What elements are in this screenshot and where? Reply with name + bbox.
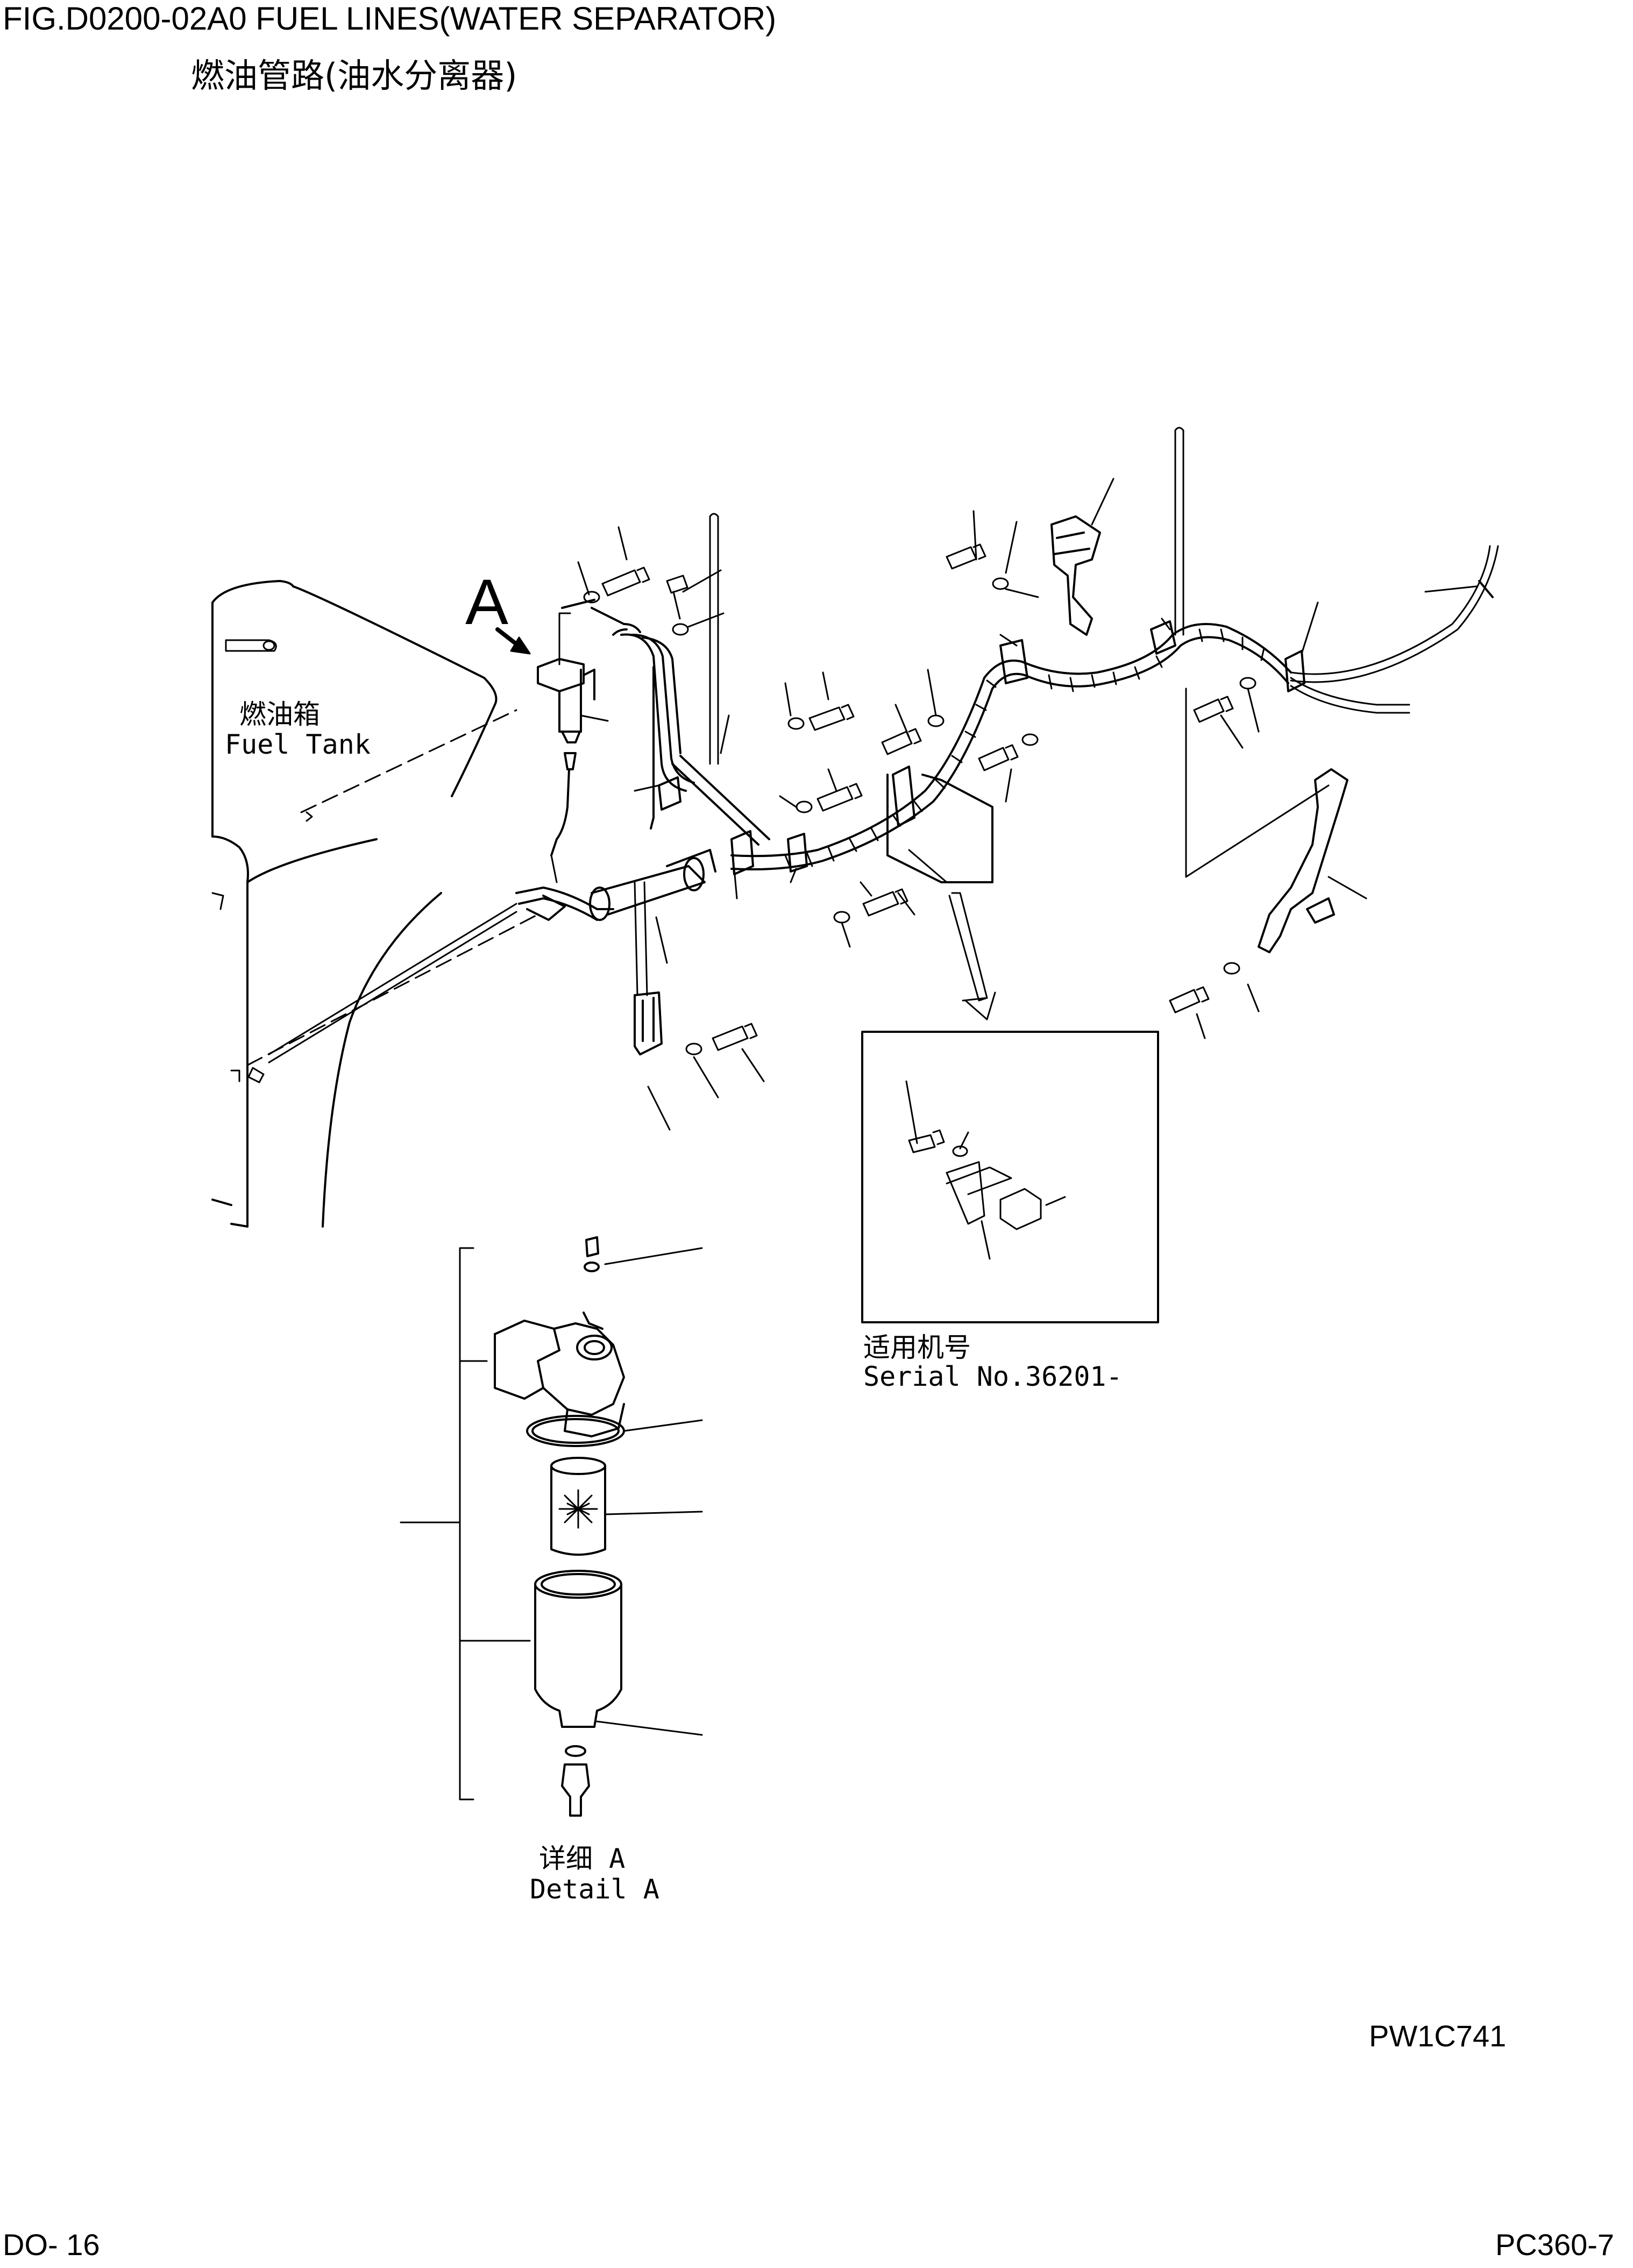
serial-label-cn: 适用机号 [863, 1332, 971, 1363]
brackets [635, 516, 1347, 1054]
serial-label-en: Serial No.36201- [863, 1361, 1123, 1392]
fuel-tank-label-en: Fuel Tank [225, 729, 371, 760]
detail-a-filter [401, 1237, 702, 1816]
figure-title: FIG.D0200-02A0 FUEL LINES(WATER SEPARATO… [3, 1, 777, 37]
bolts-washers [584, 544, 1255, 1054]
view-marker-a: A [465, 566, 509, 638]
fuel-tank [212, 581, 538, 1227]
down-arrow [949, 893, 995, 1019]
serial-detail-box [862, 1032, 1158, 1322]
leader-lines [551, 479, 1476, 1130]
water-separator-upper [538, 600, 624, 855]
page-number: DO- 16 [3, 2228, 100, 2262]
detail-label-cn: 详细 A [539, 1843, 626, 1874]
figure-subtitle: 燃油管路(油水分离器) [191, 56, 517, 95]
fuel-pipes [613, 514, 769, 845]
wire-harness [732, 428, 1498, 869]
drawing-code: PW1C741 [1369, 2019, 1507, 2053]
model-number: PC360-7 [1495, 2228, 1615, 2262]
tank-hose [269, 850, 715, 1062]
fuel-tank-label-cn: 燃油箱 [239, 699, 320, 730]
detail-label-en: Detail A [530, 1874, 659, 1905]
